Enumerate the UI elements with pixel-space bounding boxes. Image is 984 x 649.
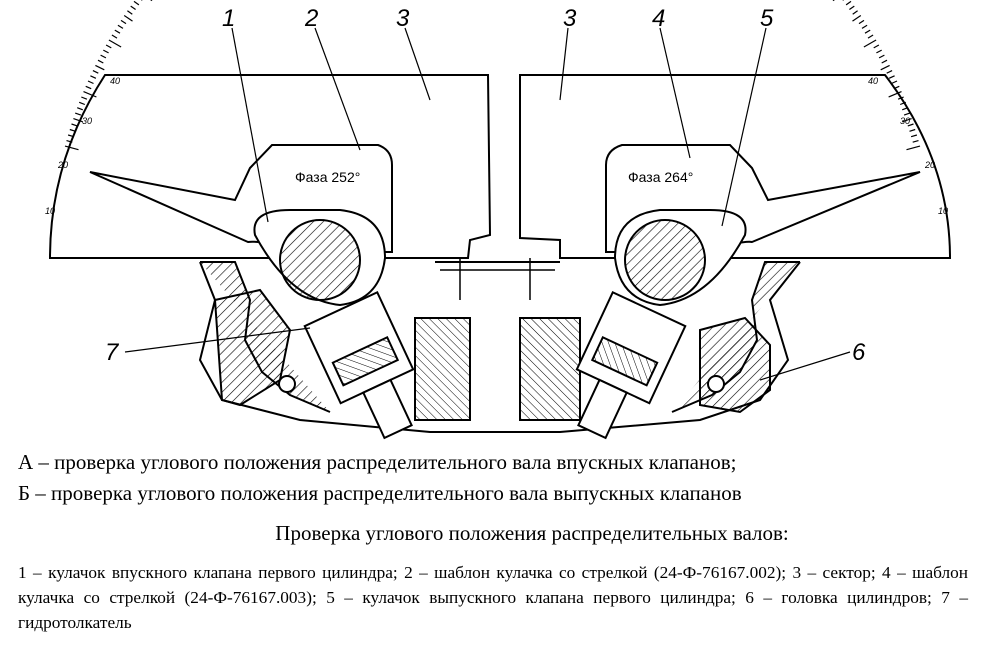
- scale-tick: [858, 19, 865, 25]
- scale-tick: [906, 145, 921, 151]
- scale-tick: [103, 49, 109, 54]
- scale-right: [832, 0, 921, 151]
- scale-tick: [876, 49, 882, 54]
- scale-tick: [888, 75, 895, 79]
- template-right-label: Фаза 264°: [628, 169, 693, 185]
- scale-tick: [849, 5, 855, 10]
- scale-tick: [867, 34, 874, 39]
- cam-left: [253, 209, 387, 307]
- figure-title: Проверка углового положения распределите…: [275, 521, 789, 545]
- scale-tick: [907, 123, 914, 127]
- callout-2: 2: [304, 5, 318, 32]
- callout-6: 6: [852, 339, 866, 366]
- lifter-left: [303, 290, 415, 440]
- scale-tick: [114, 29, 121, 34]
- scale-tick: [861, 24, 868, 29]
- scale-tick: [81, 96, 88, 100]
- scale-tick: [120, 19, 127, 25]
- scale-tick: [90, 75, 97, 79]
- scale-tick: [83, 91, 97, 98]
- scale-tick: [864, 29, 871, 34]
- lifter-right: [575, 290, 687, 440]
- scale-tick: [97, 59, 104, 64]
- scale-tick: [881, 59, 888, 64]
- scale-tick: [897, 96, 904, 100]
- scale-tick: [888, 91, 902, 98]
- scale-right-tick-20: 20: [924, 160, 935, 170]
- scale-left-tick-40: 40: [110, 76, 120, 86]
- scale-left-tick-10: 10: [45, 206, 55, 216]
- scale-tick: [852, 10, 858, 15]
- callout-3-right: 3: [563, 5, 577, 32]
- scale-tick: [873, 44, 880, 49]
- caption-line-b: Б – проверка углового положения распреде…: [18, 481, 742, 505]
- scale-tick: [893, 85, 900, 90]
- scale-tick: [880, 64, 890, 71]
- scale-tick: [66, 140, 73, 143]
- scale-tick: [127, 10, 133, 15]
- scale-tick: [878, 54, 885, 59]
- scale-tick: [85, 85, 92, 90]
- scale-tick: [903, 112, 910, 116]
- scale-tick: [71, 123, 78, 127]
- scale-tick: [891, 80, 898, 85]
- callout-1: 1: [222, 5, 235, 32]
- scale-tick: [899, 101, 907, 106]
- scale-right-tick-40: 40: [868, 76, 878, 86]
- callout-3-left: 3: [396, 5, 410, 32]
- scale-tick: [910, 134, 918, 138]
- scale-tick: [117, 24, 124, 29]
- scale-tick: [886, 70, 893, 74]
- scale-tick: [78, 101, 86, 106]
- scale-tick: [832, 0, 835, 2]
- callout-7: 7: [105, 339, 120, 366]
- scale-tick: [909, 128, 916, 132]
- scale-tick: [111, 34, 118, 39]
- cam-right: [613, 209, 747, 307]
- scale-left-tick-30: 30: [82, 116, 92, 126]
- scale-tick: [73, 118, 83, 123]
- scale-left: [64, 0, 153, 151]
- scale-right-tick-10: 10: [938, 206, 948, 216]
- scale-tick: [150, 0, 153, 2]
- scale-right-tick-30: 30: [900, 116, 910, 126]
- scale-tick: [75, 112, 82, 116]
- scale-tick: [67, 134, 75, 138]
- scale-tick: [902, 118, 912, 123]
- scale-tick: [100, 54, 107, 59]
- scale-tick: [863, 39, 877, 48]
- scale-tick: [912, 140, 919, 143]
- scale-tick: [852, 15, 862, 22]
- scale-tick: [95, 64, 105, 71]
- scale-tick: [92, 70, 99, 74]
- scale-tick: [123, 15, 133, 22]
- caption-line-a: А – проверка углового положения распреде…: [18, 450, 737, 474]
- scale-tick: [901, 107, 909, 111]
- scale-tick: [108, 39, 122, 48]
- scale-tick: [845, 0, 852, 6]
- scale-left-tick-20: 20: [57, 160, 68, 170]
- cylinder-head: [198, 261, 801, 433]
- scale-tick: [133, 0, 140, 6]
- scale-tick: [69, 128, 76, 132]
- callout-5: 5: [760, 5, 774, 32]
- scale-tick: [64, 145, 79, 151]
- figure-legend: 1 – кулачок впускного клапана первого ци…: [18, 563, 968, 632]
- template-left-label: Фаза 252°: [295, 169, 360, 185]
- scale-tick: [130, 5, 136, 10]
- callout-4: 4: [652, 5, 665, 32]
- scale-tick: [87, 80, 94, 85]
- camshaft-diagram: 40 30 20 10 40 30 20 10 Фаза 252° Фаза 2…: [45, 0, 952, 440]
- scale-tick: [105, 44, 112, 49]
- scale-tick: [76, 107, 84, 111]
- leader-lines: [124, 27, 851, 381]
